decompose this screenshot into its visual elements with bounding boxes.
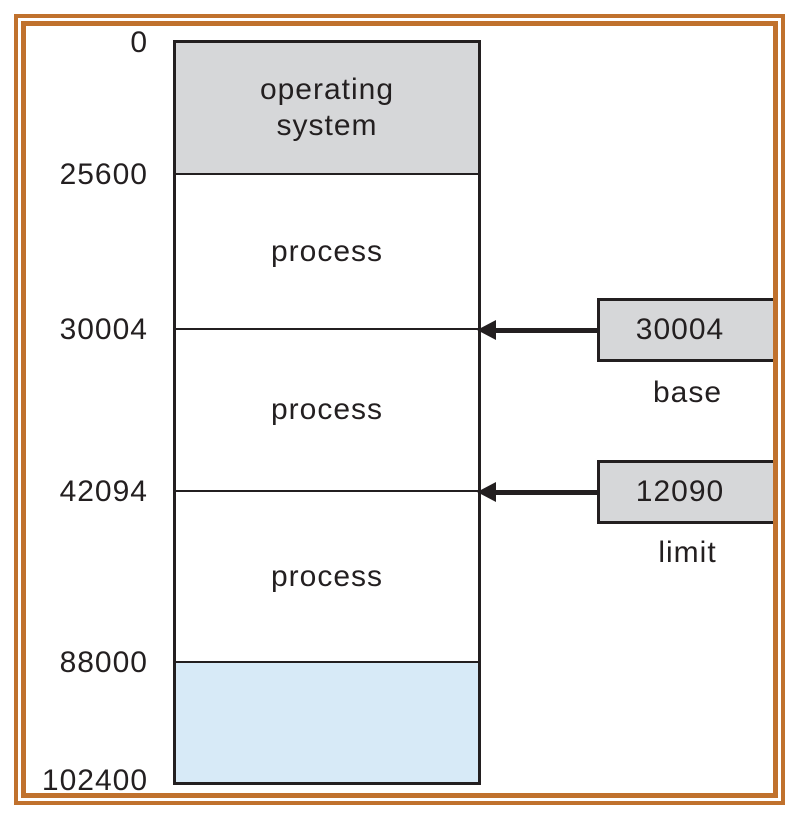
limit-arrow-line bbox=[490, 490, 597, 495]
segment-process-1: process bbox=[176, 175, 478, 330]
base-arrow-line bbox=[490, 328, 597, 333]
address-label-30004: 30004 bbox=[59, 313, 148, 346]
segment-free-space bbox=[176, 663, 478, 782]
base-register-value: 30004 bbox=[635, 313, 725, 346]
memory-column: operating system process process process bbox=[173, 40, 481, 785]
limit-register-value: 12090 bbox=[635, 475, 725, 508]
base-register-box: 30004 bbox=[597, 298, 778, 362]
address-label-88000: 88000 bbox=[59, 646, 148, 679]
segment-process-3: process bbox=[176, 492, 478, 663]
base-arrow-left-icon bbox=[477, 320, 496, 340]
limit-register-caption: limit bbox=[658, 536, 717, 569]
limit-arrow-left-icon bbox=[477, 482, 496, 502]
address-label-42094: 42094 bbox=[59, 475, 148, 508]
address-label-0: 0 bbox=[130, 26, 148, 59]
segment-process-2: process bbox=[176, 330, 478, 492]
address-label-102400: 102400 bbox=[41, 764, 148, 797]
base-register-caption: base bbox=[652, 376, 723, 409]
limit-register-box: 12090 bbox=[597, 460, 778, 524]
address-label-25600: 25600 bbox=[59, 158, 148, 191]
segment-operating-system: operating system bbox=[176, 43, 478, 175]
